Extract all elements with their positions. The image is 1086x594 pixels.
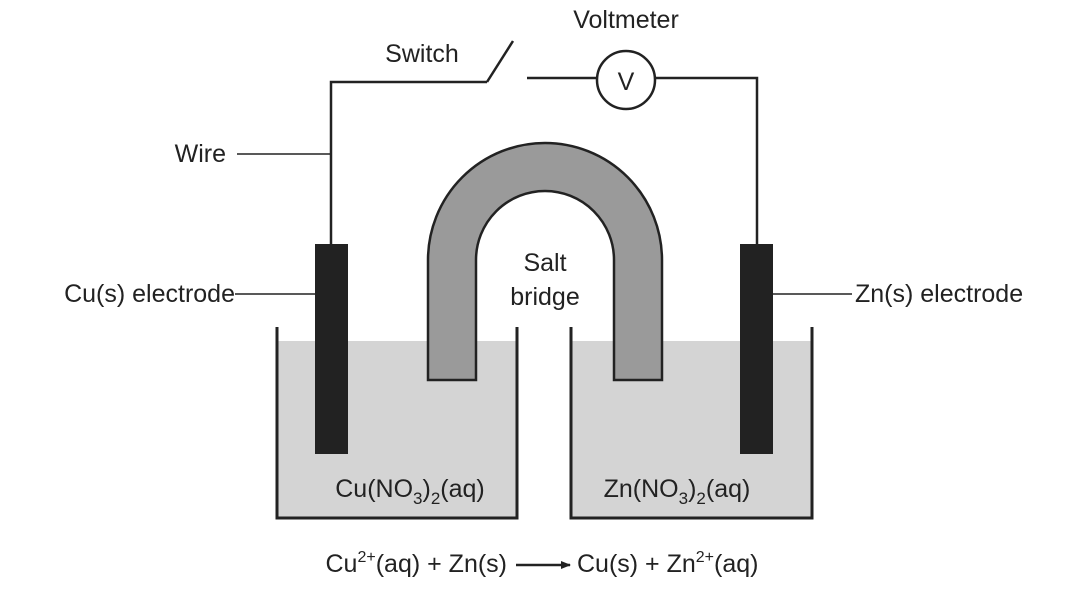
right-solution-label: Zn(NO3)2(aq) — [604, 475, 751, 508]
voltmeter-label: Voltmeter — [573, 6, 679, 34]
switch-label: Switch — [385, 40, 459, 68]
left-solution-prefix: Cu(NO — [335, 475, 413, 503]
zn-electrode-label: Zn(s) electrode — [855, 280, 1023, 308]
right-solution-sub1: 3 — [679, 489, 688, 508]
reaction-right-side: Cu(s) + Zn2+(aq) — [577, 549, 759, 578]
left-solution-mid: ) — [423, 475, 431, 503]
cu-electrode-label: Cu(s) electrode — [64, 280, 235, 308]
salt-bridge-label-line2: bridge — [510, 283, 580, 311]
left-beaker — [275, 327, 519, 520]
salt-bridge — [426, 141, 664, 382]
reaction-reactant1-state: (aq) + Zn(s) — [376, 550, 507, 578]
right-solution-prefix: Zn(NO — [604, 475, 679, 503]
left-solution-suffix: (aq) — [440, 475, 484, 503]
switch-blade — [485, 40, 515, 83]
voltmeter-circle — [595, 49, 657, 111]
left-solution-sub1: 3 — [413, 489, 422, 508]
circuit-wire — [329, 76, 759, 245]
right-solution-sub2: 2 — [696, 489, 705, 508]
zn-electrode — [740, 244, 773, 454]
reaction-left-side: Cu2+(aq) + Zn(s) — [326, 549, 508, 578]
right-solution-mid: ) — [688, 475, 696, 503]
reaction-reactant1-base: Cu — [326, 550, 358, 578]
reaction-product2-state: (aq) — [714, 550, 758, 578]
salt-bridge-label-line1: Salt — [523, 249, 566, 277]
wire-label: Wire — [175, 140, 226, 168]
reaction-product1: Cu(s) + Zn — [577, 550, 696, 578]
reaction-reactant1-charge: 2+ — [357, 549, 375, 566]
left-solution-label: Cu(NO3)2(aq) — [335, 475, 485, 508]
right-solution-suffix: (aq) — [706, 475, 750, 503]
cu-electrode — [315, 244, 348, 454]
right-beaker — [569, 327, 814, 520]
left-solution-sub2: 2 — [431, 489, 440, 508]
reaction-product2-charge: 2+ — [696, 549, 714, 566]
voltmeter-symbol: V — [618, 68, 635, 96]
